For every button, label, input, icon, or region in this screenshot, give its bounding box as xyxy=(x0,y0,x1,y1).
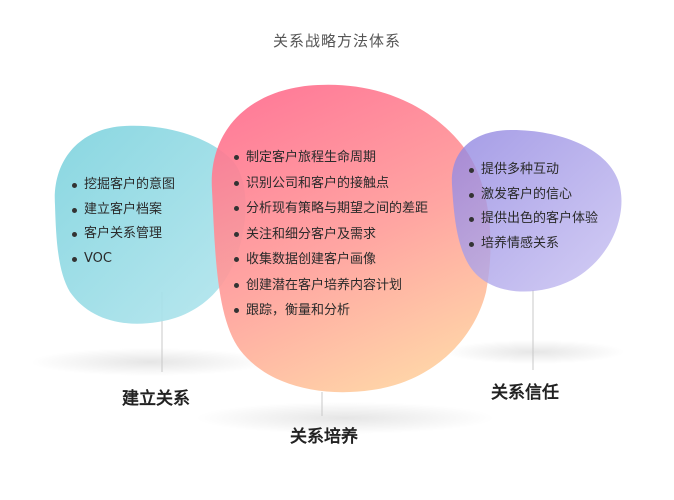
nurture-item: 创建潜在客户培养内容计划 xyxy=(232,273,428,299)
build-label: 建立关系 xyxy=(122,389,190,409)
nurture-item: 跟踪，衡量和分析 xyxy=(232,298,428,324)
build-items-list: 挖掘客户的意图 建立客户档案 客户关系管理 VOC xyxy=(70,173,175,271)
diagram-title: 关系战略方法体系 xyxy=(272,32,401,50)
trust-label: 关系信任 xyxy=(491,383,559,403)
trust-item: 激发客户的信心 xyxy=(467,183,598,208)
nurture-shadow xyxy=(195,402,495,434)
build-item: 客户关系管理 xyxy=(70,222,175,247)
trust-item: 提供多种互动 xyxy=(467,158,598,183)
build-item: 挖掘客户的意图 xyxy=(70,173,175,198)
nurture-label: 关系培养 xyxy=(290,427,358,447)
trust-shadow xyxy=(445,340,625,364)
nurture-blob xyxy=(211,84,491,393)
build-shadow xyxy=(30,348,270,376)
build-blob xyxy=(54,125,246,324)
nurture-item: 分析现有策略与期望之间的差距 xyxy=(232,196,428,222)
nurture-item: 制定客户旅程生命周期 xyxy=(232,145,428,171)
trust-items-list: 提供多种互动 激发客户的信心 提供出色的客户体验 培养情感关系 xyxy=(467,158,598,256)
nurture-items-list: 制定客户旅程生命周期 识别公司和客户的接触点 分析现有策略与期望之间的差距 关注… xyxy=(232,145,428,324)
trust-blob xyxy=(451,130,622,292)
nurture-item: 识别公司和客户的接触点 xyxy=(232,171,428,197)
nurture-item: 关注和细分客户及需求 xyxy=(232,222,428,248)
trust-item: 提供出色的客户体验 xyxy=(467,207,598,232)
trust-item: 培养情感关系 xyxy=(467,232,598,257)
build-item: VOC xyxy=(70,247,175,272)
nurture-item: 收集数据创建客户画像 xyxy=(232,247,428,273)
build-item: 建立客户档案 xyxy=(70,198,175,223)
